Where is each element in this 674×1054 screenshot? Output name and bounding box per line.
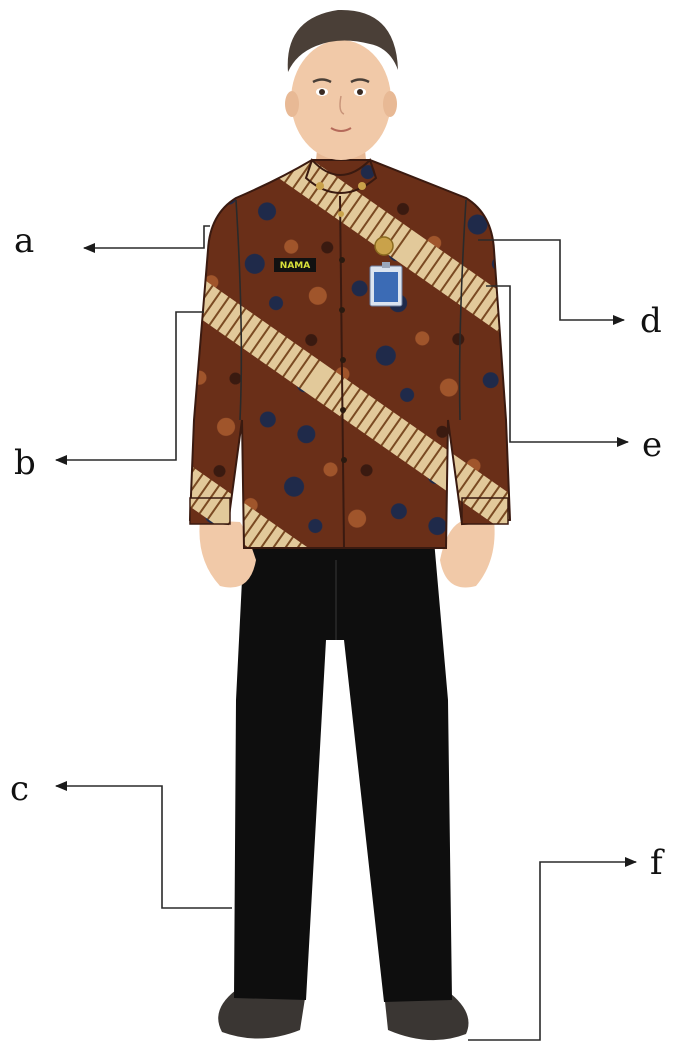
batik-shirt xyxy=(188,159,512,549)
id-card xyxy=(369,262,403,307)
left-hand xyxy=(199,520,256,588)
name-tag: NAMA xyxy=(274,258,316,272)
leader-c xyxy=(55,781,232,909)
label-c: c xyxy=(10,769,29,809)
label-f: f xyxy=(650,843,665,883)
left-shoe xyxy=(218,990,306,1039)
head xyxy=(285,9,398,160)
leader-a xyxy=(83,225,210,253)
leader-d xyxy=(478,239,625,325)
leader-e xyxy=(486,285,629,447)
trousers xyxy=(234,540,452,1002)
name-tag-text: NAMA xyxy=(280,261,310,271)
label-e: e xyxy=(642,425,662,465)
figure: NAMA xyxy=(188,9,512,1041)
leader-f xyxy=(468,857,637,1041)
leader-lines xyxy=(55,225,637,1041)
right-shoe xyxy=(384,990,469,1041)
labels: a b c d e f xyxy=(10,221,665,883)
right-hand xyxy=(440,520,495,588)
label-d: d xyxy=(640,301,662,341)
label-b: b xyxy=(14,443,36,483)
emblem-badge xyxy=(374,236,394,256)
leader-b xyxy=(55,311,204,465)
label-a: a xyxy=(14,221,34,261)
